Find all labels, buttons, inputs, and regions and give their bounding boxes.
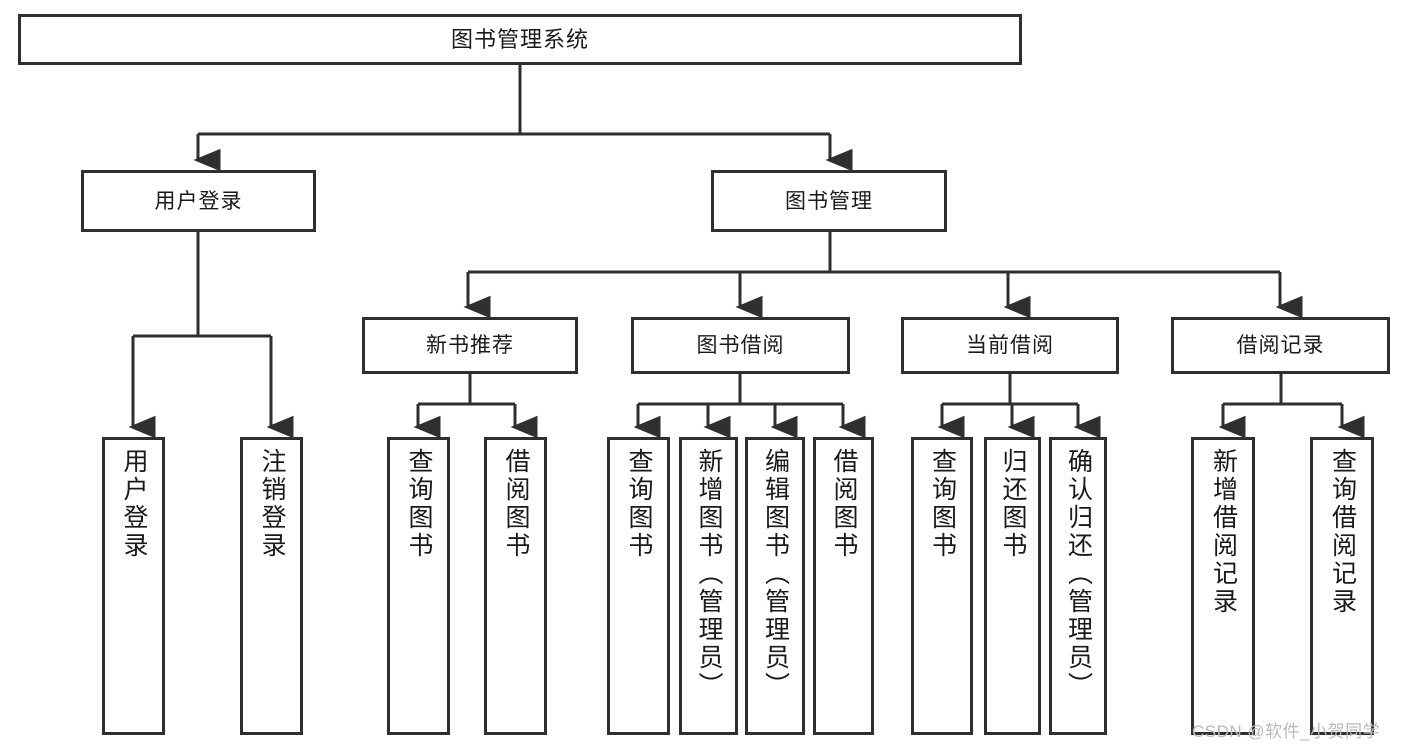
node-leaf-return-book[interactable]: 归还图书: [984, 437, 1041, 735]
node-leaf-add-record-label: 新增借阅记录: [1209, 448, 1238, 616]
node-leaf-confirm-return-label: 确认归还（管理员）: [1064, 448, 1093, 700]
node-leaf-borrow-book-2[interactable]: 借阅图书: [813, 437, 874, 735]
node-book-manage-label: 图书管理: [785, 189, 873, 213]
node-book-borrow-label: 图书借阅: [696, 334, 785, 357]
node-leaf-query-record[interactable]: 查询借阅记录: [1310, 437, 1374, 735]
node-new-book-rec[interactable]: 新书推荐: [362, 317, 578, 374]
node-leaf-confirm-return[interactable]: 确认归还（管理员）: [1049, 437, 1107, 735]
node-user-login-label: 用户登录: [154, 189, 243, 213]
node-leaf-borrow-book-1-label: 借阅图书: [502, 448, 530, 560]
node-leaf-user-login[interactable]: 用户登录: [102, 437, 165, 735]
node-new-book-rec-label: 新书推荐: [426, 334, 514, 357]
node-leaf-query-book-3[interactable]: 查询图书: [911, 437, 973, 735]
node-leaf-query-book-1-label: 查询图书: [405, 448, 433, 560]
node-leaf-borrow-book-2-label: 借阅图书: [830, 448, 858, 560]
node-leaf-edit-book[interactable]: 编辑图书（管理员）: [745, 437, 805, 735]
node-book-borrow[interactable]: 图书借阅: [631, 317, 850, 374]
node-leaf-return-book-label: 归还图书: [999, 448, 1027, 560]
node-leaf-logout-login[interactable]: 注销登录: [240, 437, 303, 735]
node-leaf-user-login-label: 用户登录: [120, 448, 148, 560]
node-borrow-record-label: 借阅记录: [1236, 334, 1325, 357]
node-root-label: 图书管理系统: [450, 26, 589, 52]
node-book-manage[interactable]: 图书管理: [711, 170, 947, 232]
node-leaf-add-book-label: 新增图书（管理员）: [695, 448, 723, 700]
node-leaf-query-book-2[interactable]: 查询图书: [607, 437, 670, 735]
node-leaf-query-book-2-label: 查询图书: [625, 448, 653, 560]
node-leaf-query-book-3-label: 查询图书: [928, 448, 957, 560]
node-leaf-logout-login-label: 注销登录: [258, 448, 286, 560]
node-leaf-borrow-book-1[interactable]: 借阅图书: [484, 437, 547, 735]
csdn-watermark: CSDN @软件_小贺同学: [1192, 722, 1381, 741]
node-borrow-record[interactable]: 借阅记录: [1171, 317, 1390, 374]
node-current-borrow-label: 当前借阅: [966, 334, 1054, 357]
node-leaf-edit-book-label: 编辑图书（管理员）: [761, 448, 790, 700]
node-user-login[interactable]: 用户登录: [81, 170, 316, 232]
node-current-borrow[interactable]: 当前借阅: [901, 317, 1119, 374]
node-leaf-query-book-1[interactable]: 查询图书: [387, 437, 450, 735]
node-root[interactable]: 图书管理系统: [18, 14, 1022, 65]
node-leaf-add-record[interactable]: 新增借阅记录: [1191, 437, 1255, 735]
node-leaf-query-record-label: 查询借阅记录: [1328, 448, 1357, 616]
node-leaf-add-book[interactable]: 新增图书（管理员）: [679, 437, 738, 735]
